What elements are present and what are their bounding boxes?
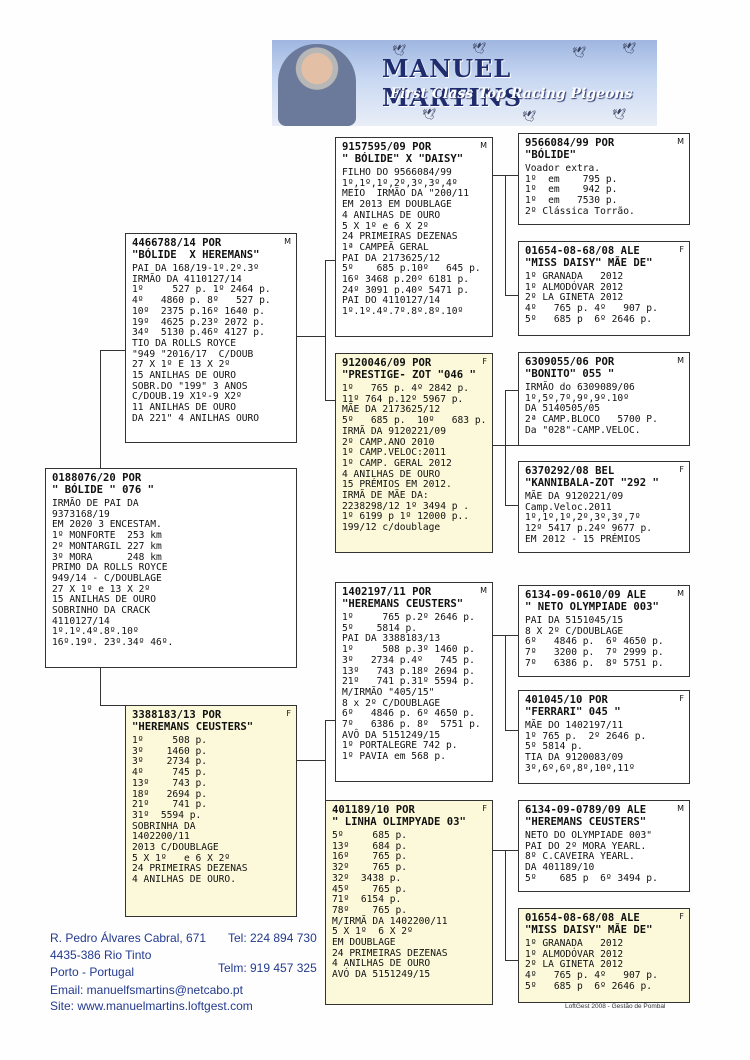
pedigree-card-dam: 3388183/13 POR "HEREMANS CEUSTERS" F 1º … — [125, 705, 297, 917]
sex-marker: M — [284, 237, 291, 246]
sex-marker: M — [677, 356, 684, 365]
card-header: 9566084/99 POR "BÓLIDE" — [525, 137, 615, 161]
connector-line — [505, 390, 518, 392]
card-header: 01654-08-68/08 ALE "MISS DAISY" MÃE DE" — [525, 912, 653, 936]
pedigree-card-subject: 0188076/20 POR " BÓLIDE " 076 " IRMÃO DE… — [45, 468, 297, 668]
connector-line — [505, 390, 507, 505]
pedigree-card-sire-dam: 9120046/09 POR "PRESTIGE- ZOT "046 " F 1… — [335, 353, 493, 553]
card-details: MÃE DO 1402197/11 1º 765 p. 2º 2646 p. 5… — [525, 720, 647, 774]
pedigree-card-sd-sire: 6309055/06 POR "BONITO" 055 " M IRMÃO do… — [518, 352, 690, 446]
mobile-number: Telm: 919 457 325 — [218, 961, 317, 975]
sex-marker: F — [482, 804, 487, 813]
card-details: 1º 508 p. 3º 1460 p. 3º 2734 p. 4º 745 p… — [132, 735, 248, 886]
pedigree-card-dam-sire: 1402197/11 POR "HEREMANS CEUSTERS" M 1º … — [335, 582, 493, 782]
pedigree-card-ss-sire: 9566084/99 POR "BÓLIDE" M Voador extra. … — [518, 133, 690, 225]
card-header: 401045/10 POR "FERRARI" 045 " — [525, 694, 621, 718]
sex-marker: F — [679, 694, 684, 703]
card-header: 0188076/20 POR " BÓLIDE " 076 " — [52, 472, 155, 496]
connector-line — [100, 667, 102, 705]
phone-number: Tel: 224 894 730 — [228, 931, 317, 945]
card-header: 1402197/11 POR "HEREMANS CEUSTERS" — [342, 586, 464, 610]
footer-credit: LoftGest 2008 - Gestão de Pombal — [565, 1003, 666, 1010]
address-line-1: R. Pedro Álvares Cabral, 671 — [50, 931, 207, 945]
card-details: 1º GRANADA 2012 1º ALMODÓVAR 2012 2º LA … — [525, 938, 658, 992]
card-details: IRMÃO DE PAI DA 9373168/19 EM 2020 3 ENC… — [52, 498, 174, 649]
sex-marker: M — [480, 141, 487, 150]
card-details: 5º 685 p. 13º 684 p. 16º 765 p. 32º 765 … — [332, 830, 448, 981]
card-header: 401189/10 POR " LINHA OLIMPYADE 03" — [332, 804, 466, 828]
banner-subtitle: First Class Top Racing Pigeons — [390, 86, 633, 102]
card-details: NETO DO OLYMPIADE 003" PAI DO 2º MORA YE… — [525, 830, 658, 884]
sex-marker: F — [286, 709, 291, 718]
pedigree-card-dam-dam: 401189/10 POR " LINHA OLIMPYADE 03" F 5º… — [325, 800, 493, 1005]
pedigree-card-dd-sire: 6134-09-0789/09 ALE "HEREMANS CEUSTERS" … — [518, 800, 690, 892]
breeder-photo — [278, 44, 356, 126]
connector-line — [100, 705, 125, 707]
banner-title: MANUEL MARTINS — [382, 54, 523, 112]
pedigree-card-ss-dam: 01654-08-68/08 ALE "MISS DAISY" MÃE DE" … — [518, 241, 690, 336]
pigeon-icon: 🕊 — [472, 42, 486, 55]
card-details: MÃE DA 9120221/09 Camp.Veloc.2011 1º,1º,… — [525, 491, 653, 545]
pigeon-icon: 🕊 — [392, 44, 406, 57]
card-details: PAI DA 168/19-1º.2º.3º IRMÃO DA 4110127/… — [132, 263, 271, 424]
card-details: 1º 765 p.2º 2646 p. 5º 5814 p. PAI DA 33… — [342, 612, 481, 763]
pigeon-icon: 🕊 — [612, 108, 626, 121]
card-header: 3388183/13 POR "HEREMANS CEUSTERS" — [132, 709, 254, 733]
connector-line — [325, 720, 327, 840]
card-header: 6134-09-0789/09 ALE "HEREMANS CEUSTERS" — [525, 804, 647, 828]
sex-marker: F — [679, 912, 684, 921]
sex-marker: F — [679, 465, 684, 474]
card-header: 6134-09-0610/09 ALE " NETO OLYMPIADE 003… — [525, 589, 659, 613]
card-details: 1º GRANADA 2012 1º ALMODÓVAR 2012 2º LA … — [525, 271, 658, 325]
sex-marker: F — [482, 357, 487, 366]
connector-line — [505, 635, 507, 730]
card-header: 4466788/14 POR "BÓLIDE X HEREMANS" — [132, 237, 260, 261]
pigeon-icon: 🕊 — [622, 42, 636, 55]
pedigree-card-dd-dam: 01654-08-68/08 ALE "MISS DAISY" MÃE DE" … — [518, 908, 690, 1003]
card-header: 6370292/08 BEL "KANNIBALA-ZOT "292 " — [525, 465, 659, 489]
address-line-2: 4435-386 Rio Tinto — [50, 948, 152, 962]
pedigree-card-sire-sire: 9157595/09 POR " BÓLIDE" X "DAISY" M FIL… — [335, 137, 493, 337]
sex-marker: M — [480, 586, 487, 595]
connector-line — [505, 175, 507, 295]
website-link[interactable]: Site: www.manuelmartins.loftgest.com — [50, 999, 253, 1013]
sex-marker: F — [679, 245, 684, 254]
connector-line — [295, 336, 325, 338]
connector-line — [505, 295, 518, 297]
pedigree-card-sire: 4466788/14 POR "BÓLIDE X HEREMANS" M PAI… — [125, 233, 297, 443]
card-details: IRMÃO do 6309089/06 1º,5º,7º,9º,9º.10º D… — [525, 382, 658, 436]
card-details: 1º 765 p. 4º 2842 p. 11º 764 p.12º 5967 … — [342, 383, 487, 534]
sex-marker: M — [677, 137, 684, 146]
header-banner: 🕊 🕊 🕊 🕊 🕊 🕊 🕊 MANUEL MARTINS First Class… — [272, 40, 657, 126]
email-link[interactable]: Email: manuelfsmartins@netcabo.pt — [50, 983, 243, 997]
sex-marker: M — [677, 589, 684, 598]
card-header: 9157595/09 POR " BÓLIDE" X "DAISY" — [342, 141, 464, 165]
connector-line — [325, 350, 327, 400]
card-header: 6309055/06 POR "BONITO" 055 " — [525, 356, 615, 380]
connector-line — [325, 260, 327, 350]
connector-line — [325, 720, 335, 722]
connector-line — [295, 760, 325, 762]
connector-line — [505, 960, 518, 962]
connector-line — [505, 850, 507, 960]
card-details: PAI DA 5151045/15 8 X 2º C/DOUBLAGE 6º 4… — [525, 615, 664, 669]
connector-line — [505, 730, 518, 732]
pedigree-card-ds-dam: 401045/10 POR "FERRARI" 045 " F MÃE DO 1… — [518, 690, 690, 784]
pigeon-icon: 🕊 — [522, 110, 536, 123]
connector-line — [100, 350, 102, 468]
connector-line — [505, 505, 518, 507]
connector-line — [325, 260, 335, 262]
pigeon-icon: 🕊 — [422, 108, 436, 121]
connector-line — [100, 350, 125, 352]
card-header: 01654-08-68/08 ALE "MISS DAISY" MÃE DE" — [525, 245, 653, 269]
pedigree-card-sd-dam: 6370292/08 BEL "KANNIBALA-ZOT "292 " F M… — [518, 461, 690, 553]
address-line-3: Porto - Portugal — [50, 965, 135, 979]
connector-line — [325, 400, 335, 402]
card-details: Voador extra. 1º em 795 p. 1º em 942 p. … — [525, 163, 635, 217]
pigeon-icon: 🕊 — [572, 46, 586, 59]
pedigree-card-ds-sire: 6134-09-0610/09 ALE " NETO OLYMPIADE 003… — [518, 585, 690, 677]
card-header: 9120046/09 POR "PRESTIGE- ZOT "046 " — [342, 357, 476, 381]
card-details: FILHO DO 9566084/99 1º,1º,1º,2º,3º,3º,4º… — [342, 167, 481, 318]
sex-marker: M — [677, 804, 684, 813]
